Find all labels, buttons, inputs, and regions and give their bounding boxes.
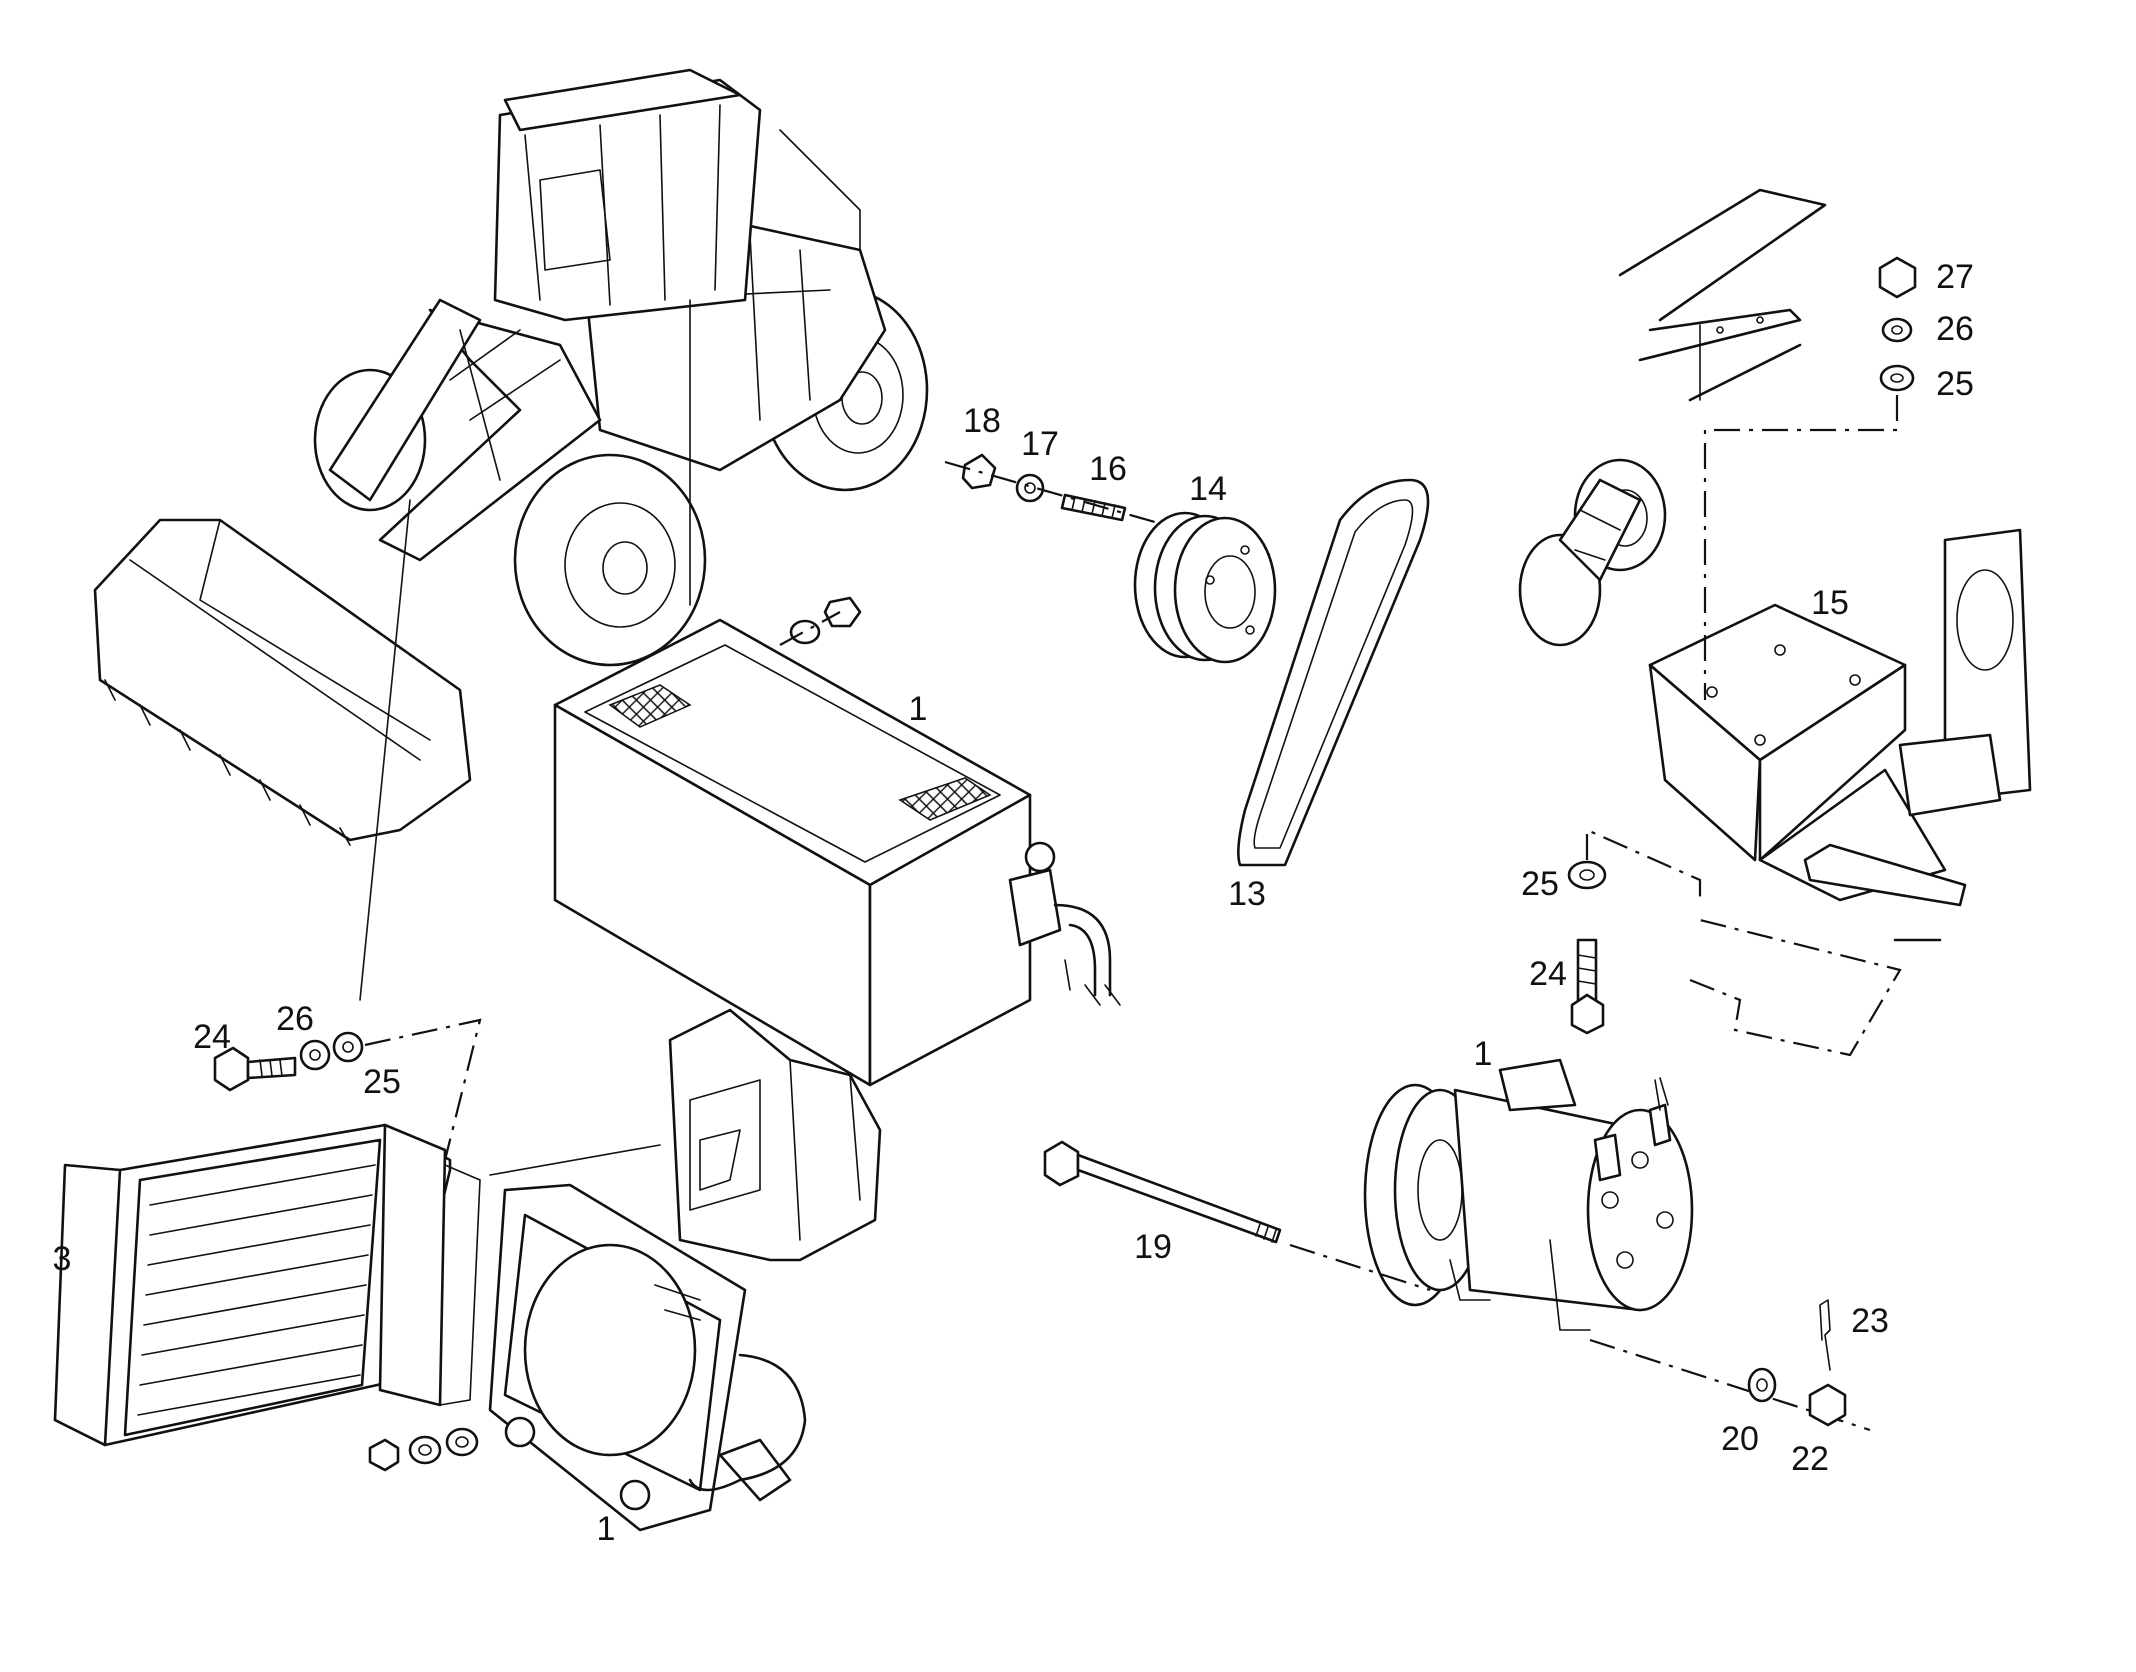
part-1-condenser-fan-unit: [368, 1183, 807, 1532]
nut-washer-pin-set: [1747, 1299, 1847, 1427]
part-13-v-belt: [1237, 478, 1430, 867]
callout-13: 13: [1228, 875, 1266, 913]
callout-19: 19: [1134, 1228, 1172, 1266]
part-15-compressor-bracket: [1648, 528, 2032, 942]
callout-14: 14: [1189, 470, 1227, 508]
callout-15: 15: [1811, 584, 1849, 622]
callout-1-compressor: 1: [1474, 1035, 1493, 1073]
part-1-evaporator-box: [553, 596, 1121, 1087]
wheel-loader-illustration: [93, 68, 929, 1001]
callout-labels: 1 1 1 3 13 14 15 16 17 18 19 20 22 23 24…: [53, 258, 1974, 1548]
callout-3: 3: [53, 1240, 72, 1278]
mounting-bracket: [489, 1008, 882, 1262]
left-bolt-set: [213, 1018, 482, 1161]
callout-20: 20: [1721, 1420, 1759, 1458]
pulley-hardware: [944, 453, 1277, 664]
callout-25-left: 25: [363, 1063, 401, 1101]
callout-1-fan-unit: 1: [597, 1510, 616, 1548]
mounting-rail: [1618, 188, 1827, 402]
callout-24-left: 24: [193, 1018, 231, 1056]
callout-24-right: 24: [1529, 955, 1567, 993]
callout-26-top: 26: [1936, 310, 1974, 348]
part-1-compressor: [1363, 1058, 1694, 1331]
callout-18: 18: [963, 402, 1001, 440]
right-bolt-set: [1567, 828, 1902, 1057]
callout-25-top: 25: [1936, 365, 1974, 403]
part-19-long-bolt: [1043, 1140, 1871, 1432]
callout-17: 17: [1021, 425, 1059, 463]
callout-1-evaporator: 1: [909, 690, 928, 728]
top-right-nut-set: [1703, 256, 1917, 700]
callout-26-left: 26: [276, 1000, 314, 1038]
callout-22: 22: [1791, 1440, 1829, 1478]
callout-16: 16: [1089, 450, 1127, 488]
callout-27: 27: [1936, 258, 1974, 296]
tensioner-pulley: [1518, 458, 1667, 647]
callout-25-right: 25: [1521, 865, 1559, 903]
part-3-condenser: [53, 1123, 481, 1447]
callout-23: 23: [1851, 1302, 1889, 1340]
